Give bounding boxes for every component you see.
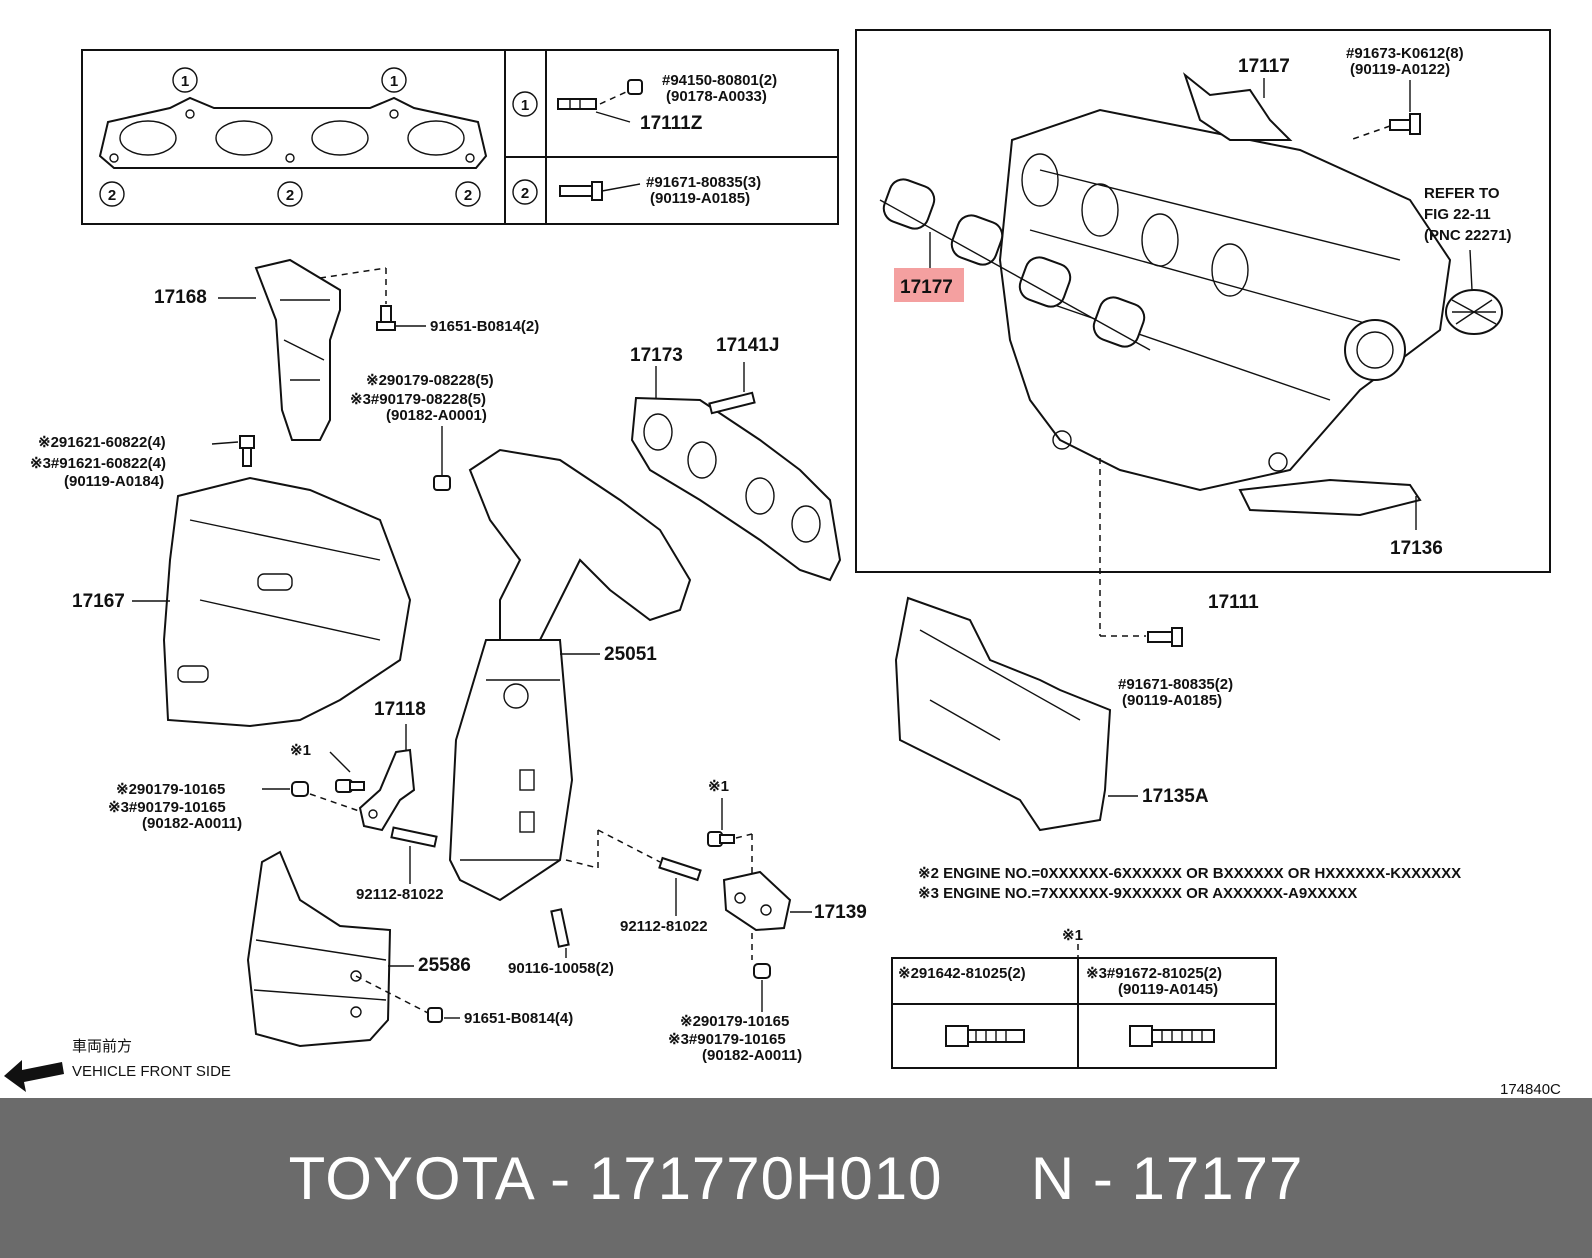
label-17173: 17173 <box>630 345 683 366</box>
mark-2a: 2 <box>108 187 116 204</box>
callout-90179-10165-c: ※290179-10165 <box>680 1013 789 1030</box>
label-17135a: 17135A <box>1142 786 1209 807</box>
part-number-banner: TOYOTA - 171770H010 N - 17177 <box>0 1098 1592 1258</box>
label-25586: 25586 <box>418 955 471 976</box>
insulator-25586 <box>246 850 392 1048</box>
bolt-91651-a <box>376 305 396 331</box>
callout-90179-08228-a: ※290179-08228(5) <box>366 372 494 389</box>
mesh-filter <box>1445 249 1503 335</box>
callout-91671-b: #91671-80835(2) <box>1118 676 1233 693</box>
label-17177: 17177 <box>900 277 953 298</box>
bolt-table-right-header-a: ※3#91672-81025(2) <box>1086 965 1222 982</box>
label-17136: 17136 <box>1390 538 1443 559</box>
refer-pnc: (PNC 22271) <box>1424 227 1512 244</box>
callout-92112-b: 92112-81022 <box>620 918 708 935</box>
callout-90119-c: (90119-A0184) <box>64 473 164 490</box>
vehicle-front-arrow-icon <box>4 1060 64 1092</box>
stud-92112-a <box>390 826 438 884</box>
bracket-17139 <box>722 870 792 932</box>
insulator-17168 <box>254 258 341 441</box>
mark-1b: 1 <box>390 73 398 90</box>
refer-fig: FIG 22-11 <box>1424 206 1491 223</box>
vehicle-front-jp: 車両前方 <box>72 1038 132 1055</box>
callout-90116: 90116-10058(2) <box>508 960 614 977</box>
callout-91651-b: 91651-B0814(4) <box>464 1010 573 1027</box>
bolt-x1-a <box>329 751 365 793</box>
bolt-table-right-header-b: (90119-A0145) <box>1118 981 1218 998</box>
note-engine-3: ※3 ENGINE NO.=7XXXXXX-9XXXXXX OR AXXXXXX… <box>918 885 1357 902</box>
callout-91671-a: #91671-80835(3) <box>646 174 761 191</box>
callout-90179-10165-b: ※3#90179-10165 <box>108 799 226 816</box>
intake-manifold <box>998 72 1452 517</box>
label-25051: 25051 <box>604 644 657 665</box>
mark-x1-a: ※1 <box>290 742 311 759</box>
label-17111: 17111 <box>1208 592 1259 613</box>
intake-manifold-box <box>855 29 1551 573</box>
callout-90119-k: (90119-A0122) <box>1350 61 1450 78</box>
mark-2b: 2 <box>286 187 294 204</box>
bolt-table-left-header: ※291642-81025(2) <box>898 965 1026 982</box>
parts-diagram: 1 1 2 2 2 1 2 #94150-80801(2) (90178-A00… <box>4 29 1561 1098</box>
mark-2-row: 2 <box>521 185 529 202</box>
mark-2c: 2 <box>464 187 472 204</box>
callout-91621-b: ※3#91621-60822(4) <box>30 455 166 472</box>
stud-17141j <box>708 362 756 415</box>
bracket-17118 <box>358 724 416 832</box>
stud-90116 <box>550 908 570 958</box>
gasket-17177 <box>879 178 1151 351</box>
stud-92112-b <box>658 856 702 916</box>
vehicle-front-en: VEHICLE FRONT SIDE <box>72 1063 231 1080</box>
gasket-legend-box: 1 1 2 2 2 1 2 <box>81 49 839 225</box>
insulator-17135a <box>894 596 1112 832</box>
mark-1a: 1 <box>181 73 189 90</box>
gasket-17173 <box>630 396 842 582</box>
callout-91621-a: ※291621-60822(4) <box>38 434 166 451</box>
callout-92112-a: 92112-81022 <box>356 886 444 903</box>
note-engine-2: ※2 ENGINE NO.=0XXXXXX-6XXXXXX OR BXXXXXX… <box>918 865 1461 882</box>
label-17141j: 17141J <box>716 335 779 356</box>
callout-90182-a0011-a: (90182-A0011) <box>142 815 242 832</box>
bolt-91651-b <box>427 1007 460 1023</box>
label-17167: 17167 <box>72 591 125 612</box>
callout-90182-a0011-b: (90182-A0011) <box>702 1047 802 1064</box>
bolt-table <box>891 944 1277 1069</box>
callout-90179-10165-a: ※290179-10165 <box>116 781 225 798</box>
exhaust-manifold-25051 <box>448 448 692 902</box>
bolt-91673 <box>1349 80 1421 141</box>
callout-90119-a: (90119-A0185) <box>650 190 750 207</box>
label-17111z: 17111Z <box>640 113 703 134</box>
highlight-17177 <box>894 268 964 302</box>
mark-1-row: 1 <box>521 97 529 114</box>
callout-90179-10165-d: ※3#90179-10165 <box>668 1031 786 1048</box>
insulator-17167 <box>162 476 412 728</box>
label-17139: 17139 <box>814 902 867 923</box>
label-17168: 17168 <box>154 287 207 308</box>
bolt-x1-b <box>707 798 753 960</box>
nut-90179 <box>433 475 451 491</box>
figure-code: 174840C <box>1500 1081 1561 1098</box>
part-number-text: TOYOTA - 171770H010 N - 17177 <box>288 1144 1304 1212</box>
callout-90119-b: (90119-A0185) <box>1122 692 1222 709</box>
mark-x1-b: ※1 <box>708 778 729 795</box>
callout-90182-a0001: (90182-A0001) <box>386 407 487 424</box>
callout-90178: (90178-A0033) <box>666 88 767 105</box>
callout-94150: #94150-80801(2) <box>662 72 777 89</box>
callout-90179-08228-b: ※3#90179-08228(5) <box>350 391 486 408</box>
nut-90179-10165-b <box>753 963 771 979</box>
bolt-91621 <box>211 435 255 467</box>
bolt-table-mark: ※1 <box>1062 927 1083 944</box>
bolt-91671-b <box>1147 627 1183 647</box>
label-17117: 17117 <box>1238 56 1290 77</box>
refer-to: REFER TO <box>1424 185 1500 202</box>
callout-91673: #91673-K0612(8) <box>1346 45 1464 62</box>
nut-90179-10165-a <box>291 781 363 813</box>
label-17118: 17118 <box>374 699 426 720</box>
callout-91651-a: 91651-B0814(2) <box>430 318 539 335</box>
